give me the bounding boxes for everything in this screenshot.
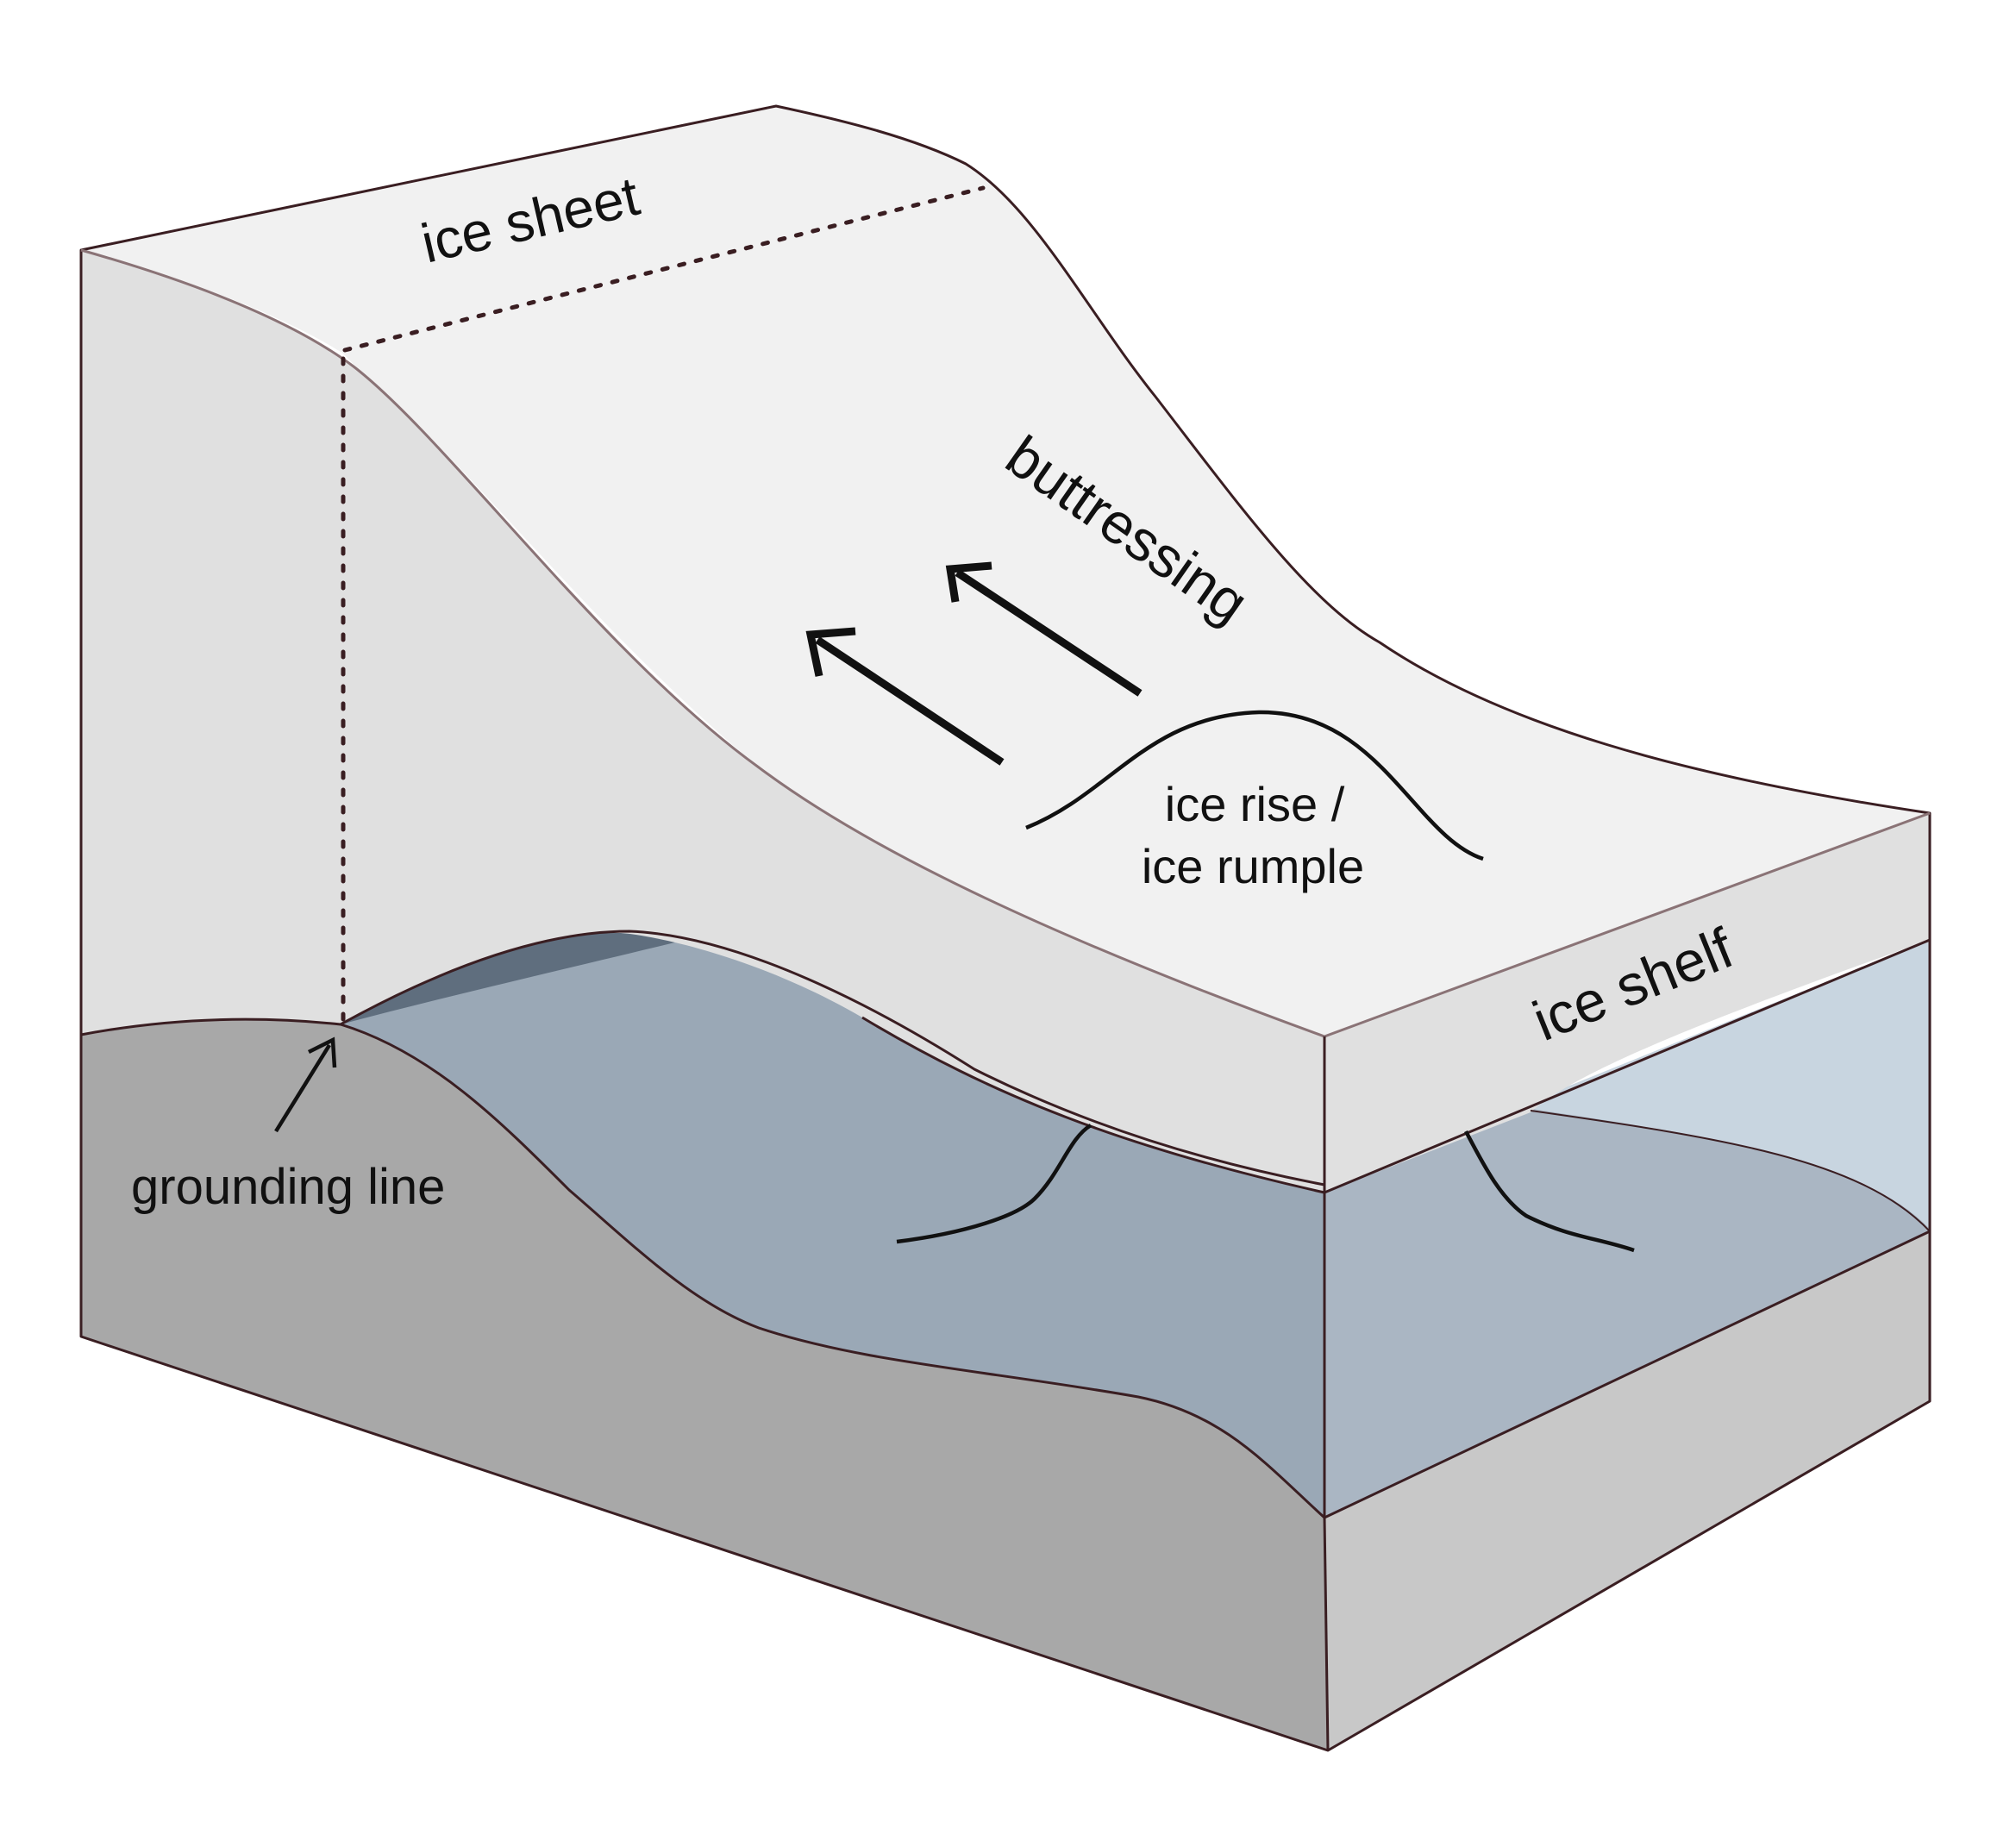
ice-sheet-upper-profile	[80, 248, 1931, 1038]
bedrock-front-face	[1324, 1231, 1930, 1750]
ocean-front-face	[1324, 1109, 1930, 1518]
ice-rise-keel-right	[1464, 1130, 1635, 1253]
grounding-line-label: grounding line	[131, 1159, 445, 1215]
dotted-horizontal-line	[342, 185, 986, 353]
ice-sheet-side-face	[81, 250, 1324, 1193]
far-ocean-region	[1324, 940, 1930, 1229]
ocean-cavity	[341, 931, 1324, 1518]
buttressing-arrow-lower	[805, 627, 1005, 766]
ice-rise-keel-left	[896, 1124, 1093, 1244]
ice-sheet-top-edge	[79, 104, 1931, 1752]
ocean-surface-edge	[340, 930, 1325, 1186]
grounding-line-arrow	[274, 1036, 337, 1133]
ice-rise-label-line2: ice rumple	[1142, 839, 1364, 893]
ice-rise-bump	[1025, 710, 1484, 861]
ice-shelf-base-edge	[861, 938, 1931, 1194]
back-bedrock-line	[1530, 1110, 1931, 1232]
ice-sheet-top-surface	[81, 106, 1930, 1036]
bedrock-profile-edge	[80, 1017, 1931, 1519]
ice-rise-label-line1: ice rise /	[1165, 777, 1345, 831]
bedrock-side-face	[81, 1019, 1328, 1750]
cavity-shadow	[341, 931, 686, 1024]
buttressing-arrow-upper	[945, 561, 1143, 697]
bedrock-front-vertical-edge	[1323, 1517, 1330, 1751]
ice-shelf-front-face	[1324, 813, 1930, 1193]
